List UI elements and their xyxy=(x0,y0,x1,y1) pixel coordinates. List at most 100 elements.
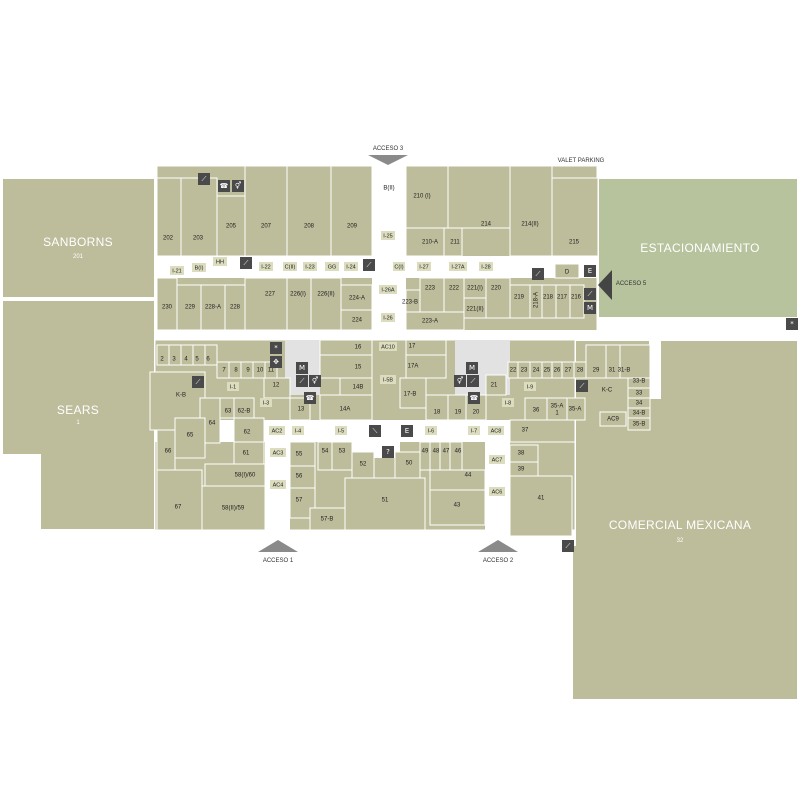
store-210-a[interactable] xyxy=(405,227,445,257)
acceso-3-marker[interactable] xyxy=(368,155,408,165)
store-226-i[interactable] xyxy=(286,277,312,331)
tag-i-5[interactable]: I-5 xyxy=(335,426,347,435)
tag-i-27a[interactable]: I-27A xyxy=(449,262,467,271)
escalator-icon[interactable]: ⟋ xyxy=(532,268,544,280)
acceso-5-marker[interactable] xyxy=(598,270,612,300)
store-12[interactable] xyxy=(263,377,291,399)
tag-c-i[interactable]: C(I) xyxy=(393,262,405,271)
tag-i-28[interactable]: I-28 xyxy=(479,262,493,271)
tag-ac3[interactable]: AC3 xyxy=(270,448,286,457)
store-48[interactable] xyxy=(429,441,441,471)
tag-ac10[interactable]: AC10 xyxy=(379,342,397,351)
store-202[interactable] xyxy=(156,177,182,257)
store-43[interactable] xyxy=(429,489,486,526)
tag-i-25[interactable]: I-25 xyxy=(381,231,395,240)
store-53[interactable] xyxy=(331,441,353,471)
store-224[interactable] xyxy=(340,309,373,331)
escalator-icon[interactable]: ⟋ xyxy=(198,173,210,185)
store-222[interactable] xyxy=(443,277,465,313)
store-49[interactable] xyxy=(419,441,431,471)
store-15[interactable] xyxy=(319,354,373,379)
store-209[interactable] xyxy=(330,165,373,257)
store-224-a[interactable] xyxy=(340,284,373,311)
store-229[interactable] xyxy=(176,284,202,331)
metro-icon[interactable]: M xyxy=(584,302,596,314)
tag-i-23[interactable]: I-23 xyxy=(303,262,317,271)
tag-i-26a[interactable]: I-26A xyxy=(379,285,397,294)
restroom-icon[interactable]: ⚥ xyxy=(232,180,244,192)
store-216[interactable] xyxy=(569,284,585,319)
tag-i-22[interactable]: I-22 xyxy=(259,262,273,271)
tag-gg[interactable]: GG xyxy=(325,262,339,271)
store-217[interactable] xyxy=(555,284,571,319)
store-37[interactable] xyxy=(509,419,576,443)
store-220[interactable] xyxy=(485,277,511,319)
escalator-icon[interactable]: ⟋ xyxy=(296,375,308,387)
store-207[interactable] xyxy=(244,165,288,257)
tag-hh[interactable]: HH xyxy=(213,257,227,266)
acceso-1-marker[interactable] xyxy=(258,540,298,552)
store-17b[interactable] xyxy=(399,377,427,409)
store-18[interactable] xyxy=(425,394,449,421)
tag-i-21[interactable]: I-21 xyxy=(170,266,184,275)
store-215[interactable] xyxy=(551,177,599,257)
escalator-icon[interactable]: ⟋ xyxy=(562,540,574,552)
telephone-icon[interactable]: ☎ xyxy=(304,392,316,404)
tag-i-4[interactable]: I-4 xyxy=(292,426,304,435)
sanborns-store[interactable] xyxy=(1,177,156,299)
tag-i-1[interactable]: I-1 xyxy=(227,382,239,391)
metro-icon[interactable]: M xyxy=(296,362,308,374)
store-19[interactable] xyxy=(447,394,467,421)
store-14a[interactable] xyxy=(319,394,373,421)
store-41[interactable] xyxy=(509,475,573,537)
store-6[interactable] xyxy=(204,344,218,366)
store-223[interactable] xyxy=(419,277,445,313)
escalator-icon[interactable]: ⟋ xyxy=(584,288,596,300)
tag-i-9[interactable]: I-9 xyxy=(524,382,536,391)
store-218[interactable] xyxy=(541,284,557,319)
store-35-a[interactable] xyxy=(566,397,586,421)
metro-icon[interactable]: M xyxy=(466,362,478,374)
restroom-icon[interactable]: ⚥ xyxy=(309,375,321,387)
tag-ac4[interactable]: AC4 xyxy=(270,480,286,489)
atm-icon[interactable]: ✥ xyxy=(270,356,282,368)
tag-ac8[interactable]: AC8 xyxy=(488,426,504,435)
tag-i-6[interactable]: I-6 xyxy=(425,426,437,435)
store-56[interactable] xyxy=(289,465,316,489)
store-227[interactable] xyxy=(244,277,288,331)
tag-i-5b[interactable]: I-5B xyxy=(380,375,396,384)
tag-ac6[interactable]: AC6 xyxy=(489,487,505,496)
restroom-icon[interactable]: ⚥ xyxy=(454,375,466,387)
store-35-b[interactable] xyxy=(627,417,651,431)
store-16[interactable] xyxy=(319,339,373,356)
store-203[interactable] xyxy=(180,177,218,257)
escalator-icon[interactable]: ⟍ xyxy=(369,425,381,437)
escalator-icon[interactable]: ⟋ xyxy=(363,259,375,271)
store-d[interactable] xyxy=(554,263,580,279)
escalator-icon[interactable]: ⟋ xyxy=(192,376,204,388)
store-62[interactable] xyxy=(233,417,265,443)
exit-icon[interactable]: E xyxy=(401,425,413,437)
tag-c-ii[interactable]: C(II) xyxy=(283,262,297,271)
store-55[interactable] xyxy=(289,441,316,467)
tag-ac2[interactable]: AC2 xyxy=(269,426,285,435)
store-65[interactable] xyxy=(174,417,206,459)
store-47[interactable] xyxy=(439,441,451,471)
store-58-ii-59[interactable] xyxy=(201,485,266,531)
store-46[interactable] xyxy=(449,441,463,471)
star-icon[interactable]: * xyxy=(786,318,798,330)
escalator-icon[interactable]: ⟋ xyxy=(467,375,479,387)
store-214[interactable] xyxy=(447,165,511,229)
store-51[interactable] xyxy=(344,477,426,531)
tag-i-8[interactable]: I-8 xyxy=(502,398,514,407)
store-67[interactable] xyxy=(156,469,203,531)
star-icon[interactable]: * xyxy=(270,342,282,354)
sears-store[interactable] xyxy=(1,299,156,531)
tag-b-i[interactable]: B(I) xyxy=(192,263,206,272)
escalator-icon[interactable]: ⟋ xyxy=(576,380,588,392)
store-50[interactable] xyxy=(394,451,421,479)
tag-i-3[interactable]: I-3 xyxy=(260,398,272,407)
store-226-ii[interactable] xyxy=(310,277,342,331)
store-44[interactable] xyxy=(429,469,486,491)
tag-i-26[interactable]: I-26 xyxy=(381,313,395,322)
